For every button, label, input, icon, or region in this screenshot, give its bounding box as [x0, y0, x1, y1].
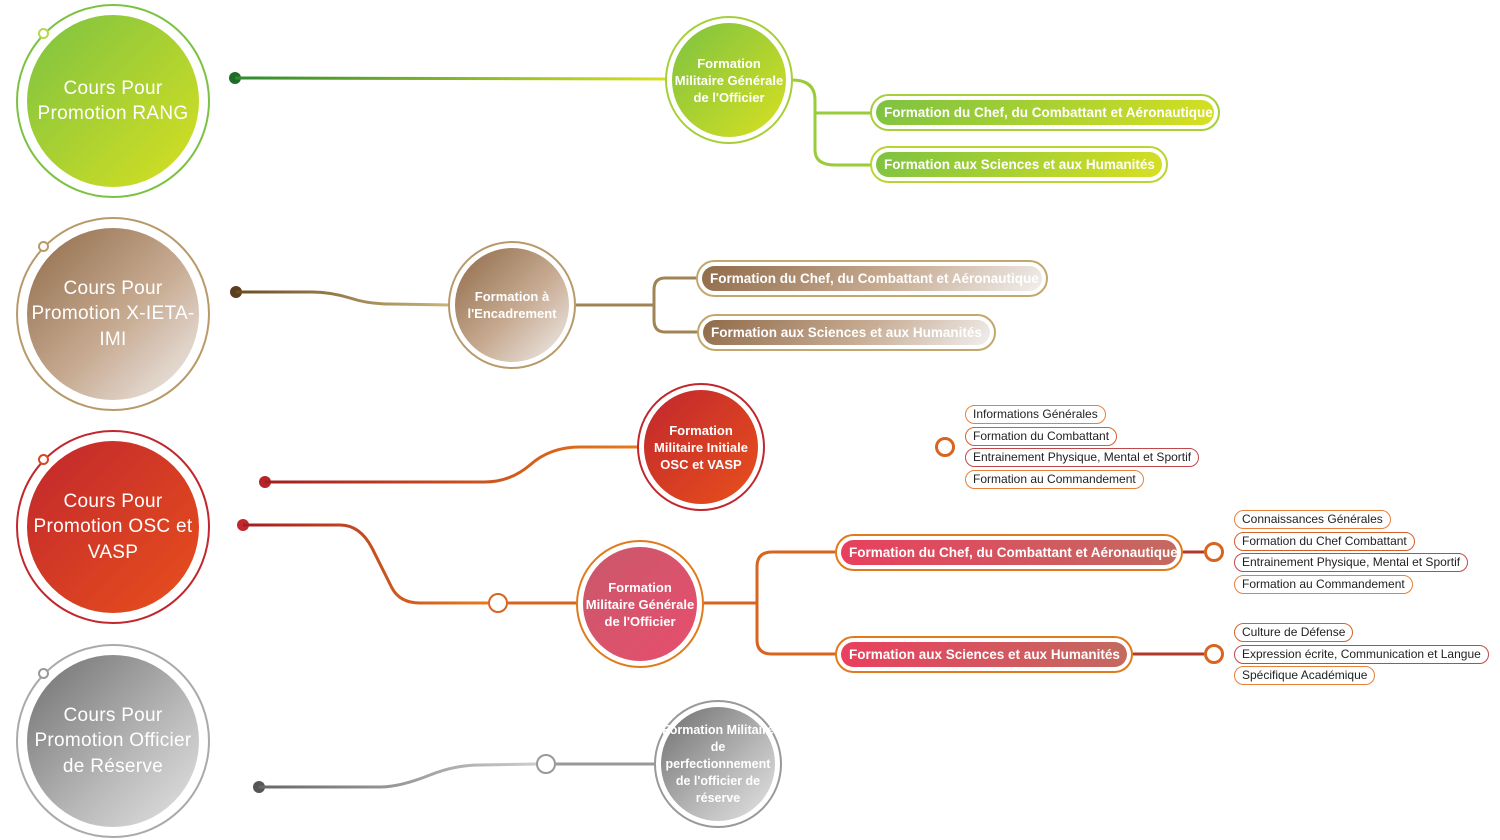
handle-icon [38, 454, 49, 465]
item-tag: Entrainement Physique, Mental et Sportif [965, 448, 1200, 467]
formation-label: Formation Militaire Générale de l'Offici… [672, 23, 786, 137]
formation-label: Formation Militaire de perfectionnement … [661, 707, 775, 821]
connector-rang [229, 72, 872, 167]
formation-generale-osc[interactable]: Formation Militaire Générale de l'Offici… [576, 540, 704, 668]
item-tag: Spécifique Académique [1234, 666, 1376, 685]
branch-label: Formation du Chef, du Combattant et Aéro… [702, 266, 1042, 291]
course-reserve[interactable]: Cours Pour Promotion Officier de Réserve [16, 644, 210, 838]
course-rang[interactable]: Cours Pour Promotion RANG [16, 4, 210, 198]
expand-ring-icon[interactable] [536, 754, 556, 774]
course-label: Cours Pour Promotion X-IETA-IMI [27, 228, 199, 400]
branch-label: Formation du Chef, du Combattant et Aéro… [876, 100, 1214, 125]
branch-pill[interactable]: Formation du Chef, du Combattant et Aéro… [835, 534, 1183, 571]
branch-label: Formation du Chef, du Combattant et Aéro… [841, 540, 1178, 565]
expand-ring-icon[interactable] [1204, 644, 1224, 664]
formation-label: Formation Militaire Initiale OSC et VASP [644, 390, 758, 504]
handle-icon [38, 668, 49, 679]
item-tag: Entrainement Physique, Mental et Sportif [1234, 553, 1469, 572]
course-x-ieta-imi[interactable]: Cours Pour Promotion X-IETA-IMI [16, 217, 210, 411]
formation-reserve[interactable]: Formation Militaire de perfectionnement … [654, 700, 782, 828]
item-tag: Informations Générales [965, 405, 1106, 424]
formation-rang[interactable]: Formation Militaire Générale de l'Offici… [665, 16, 793, 144]
connector-x-ieta-imi [230, 276, 699, 334]
course-osc-vasp[interactable]: Cours Pour Promotion OSC et VASP [16, 430, 210, 624]
item-tag: Expression écrite, Communication et Lang… [1234, 645, 1489, 664]
connector-osc-vasp [237, 445, 1204, 656]
item-tag: Culture de Défense [1234, 623, 1354, 642]
item-tag: Connaissances Générales [1234, 510, 1391, 529]
handle-icon [38, 241, 49, 252]
branch-pill[interactable]: Formation aux Sciences et aux Humanités [835, 636, 1133, 673]
course-label: Cours Pour Promotion OSC et VASP [27, 441, 199, 613]
item-tag: Formation au Commandement [965, 470, 1144, 489]
branch-label: Formation aux Sciences et aux Humanités [876, 152, 1162, 177]
item-tag: Formation au Commandement [1234, 575, 1413, 594]
branch-label: Formation aux Sciences et aux Humanités [841, 642, 1127, 667]
branch-pill[interactable]: Formation du Chef, du Combattant et Aéro… [870, 94, 1220, 131]
formation-label: Formation à l'Encadrement [455, 248, 569, 362]
expand-ring-icon[interactable] [1204, 542, 1224, 562]
course-label: Cours Pour Promotion RANG [27, 15, 199, 187]
item-tag: Formation du Combattant [965, 427, 1118, 446]
handle-icon [38, 28, 49, 39]
item-tag: Formation du Chef Combattant [1234, 532, 1415, 551]
formation-label: Formation Militaire Générale de l'Offici… [583, 547, 697, 661]
expand-ring-icon[interactable] [488, 593, 508, 613]
branch-pill[interactable]: Formation aux Sciences et aux Humanités [697, 314, 996, 351]
course-label: Cours Pour Promotion Officier de Réserve [27, 655, 199, 827]
formation-initiale-osc[interactable]: Formation Militaire Initiale OSC et VASP [637, 383, 765, 511]
branch-pill[interactable]: Formation du Chef, du Combattant et Aéro… [696, 260, 1048, 297]
branch-label: Formation aux Sciences et aux Humanités [703, 320, 990, 345]
branch-pill[interactable]: Formation aux Sciences et aux Humanités [870, 146, 1168, 183]
formation-encadrement[interactable]: Formation à l'Encadrement [448, 241, 576, 369]
expand-ring-icon[interactable] [935, 437, 955, 457]
connector-reserve [253, 762, 656, 793]
